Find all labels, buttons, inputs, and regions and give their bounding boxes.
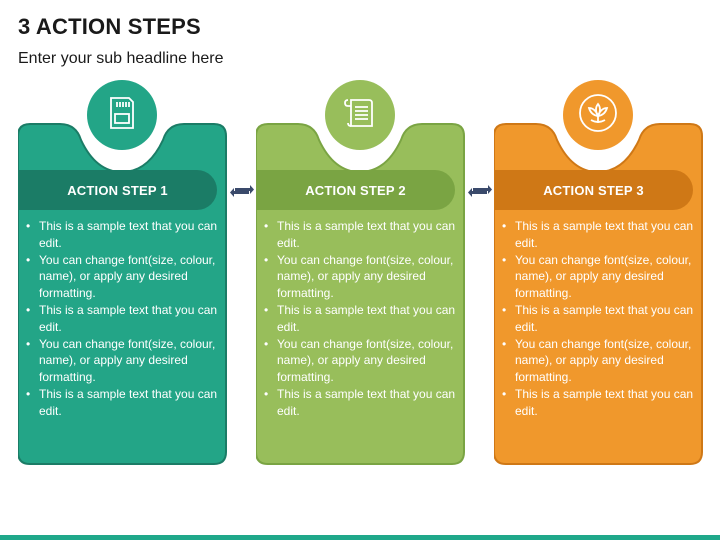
list-item: You can change font(size, colour, name),… xyxy=(264,336,456,386)
bullet-list-3: This is a sample text that you can edit.… xyxy=(494,218,694,420)
page-title: 3 ACTION STEPS xyxy=(18,14,201,39)
list-item: You can change font(size, colour, name),… xyxy=(264,252,456,302)
icon-circle-2 xyxy=(325,80,395,150)
action-step-card-2: ACTION STEP 2 This is a sample text that… xyxy=(256,78,476,468)
swap-arrow-icon xyxy=(468,185,492,197)
list-item: This is a sample text that you can edit. xyxy=(502,386,694,420)
list-item: You can change font(size, colour, name),… xyxy=(26,336,218,386)
step-label-bar-1: ACTION STEP 1 xyxy=(18,170,217,210)
step-label-bar-3: ACTION STEP 3 xyxy=(494,170,693,210)
step-label-1: ACTION STEP 1 xyxy=(67,182,168,198)
step-label-3: ACTION STEP 3 xyxy=(543,182,644,198)
bottom-accent-line xyxy=(0,535,720,540)
list-item: You can change font(size, colour, name),… xyxy=(26,252,218,302)
list-item: This is a sample text that you can edit. xyxy=(264,302,456,336)
bullet-list-2: This is a sample text that you can edit.… xyxy=(256,218,456,420)
bullet-list-1: This is a sample text that you can edit.… xyxy=(18,218,218,420)
swap-arrow-icon xyxy=(230,185,254,197)
action-step-card-3: ACTION STEP 3 This is a sample text that… xyxy=(494,78,714,468)
list-item: This is a sample text that you can edit. xyxy=(502,218,694,252)
memory-card-icon xyxy=(99,90,145,141)
list-item: You can change font(size, colour, name),… xyxy=(502,252,694,302)
list-item: This is a sample text that you can edit. xyxy=(502,302,694,336)
list-item: This is a sample text that you can edit. xyxy=(26,302,218,336)
icon-circle-1 xyxy=(87,80,157,150)
step-label-2: ACTION STEP 2 xyxy=(305,182,406,198)
list-item: This is a sample text that you can edit. xyxy=(26,386,218,420)
list-item: This is a sample text that you can edit. xyxy=(264,386,456,420)
list-item: This is a sample text that you can edit. xyxy=(26,218,218,252)
icon-circle-3 xyxy=(563,80,633,150)
list-item: This is a sample text that you can edit. xyxy=(264,218,456,252)
scroll-document-icon xyxy=(337,90,383,141)
lotus-flower-icon xyxy=(575,90,621,141)
list-item: You can change font(size, colour, name),… xyxy=(502,336,694,386)
action-step-card-1: ACTION STEP 1 This is a sample text that… xyxy=(18,78,238,468)
step-label-bar-2: ACTION STEP 2 xyxy=(256,170,455,210)
page-subtitle: Enter your sub headline here xyxy=(18,50,224,67)
